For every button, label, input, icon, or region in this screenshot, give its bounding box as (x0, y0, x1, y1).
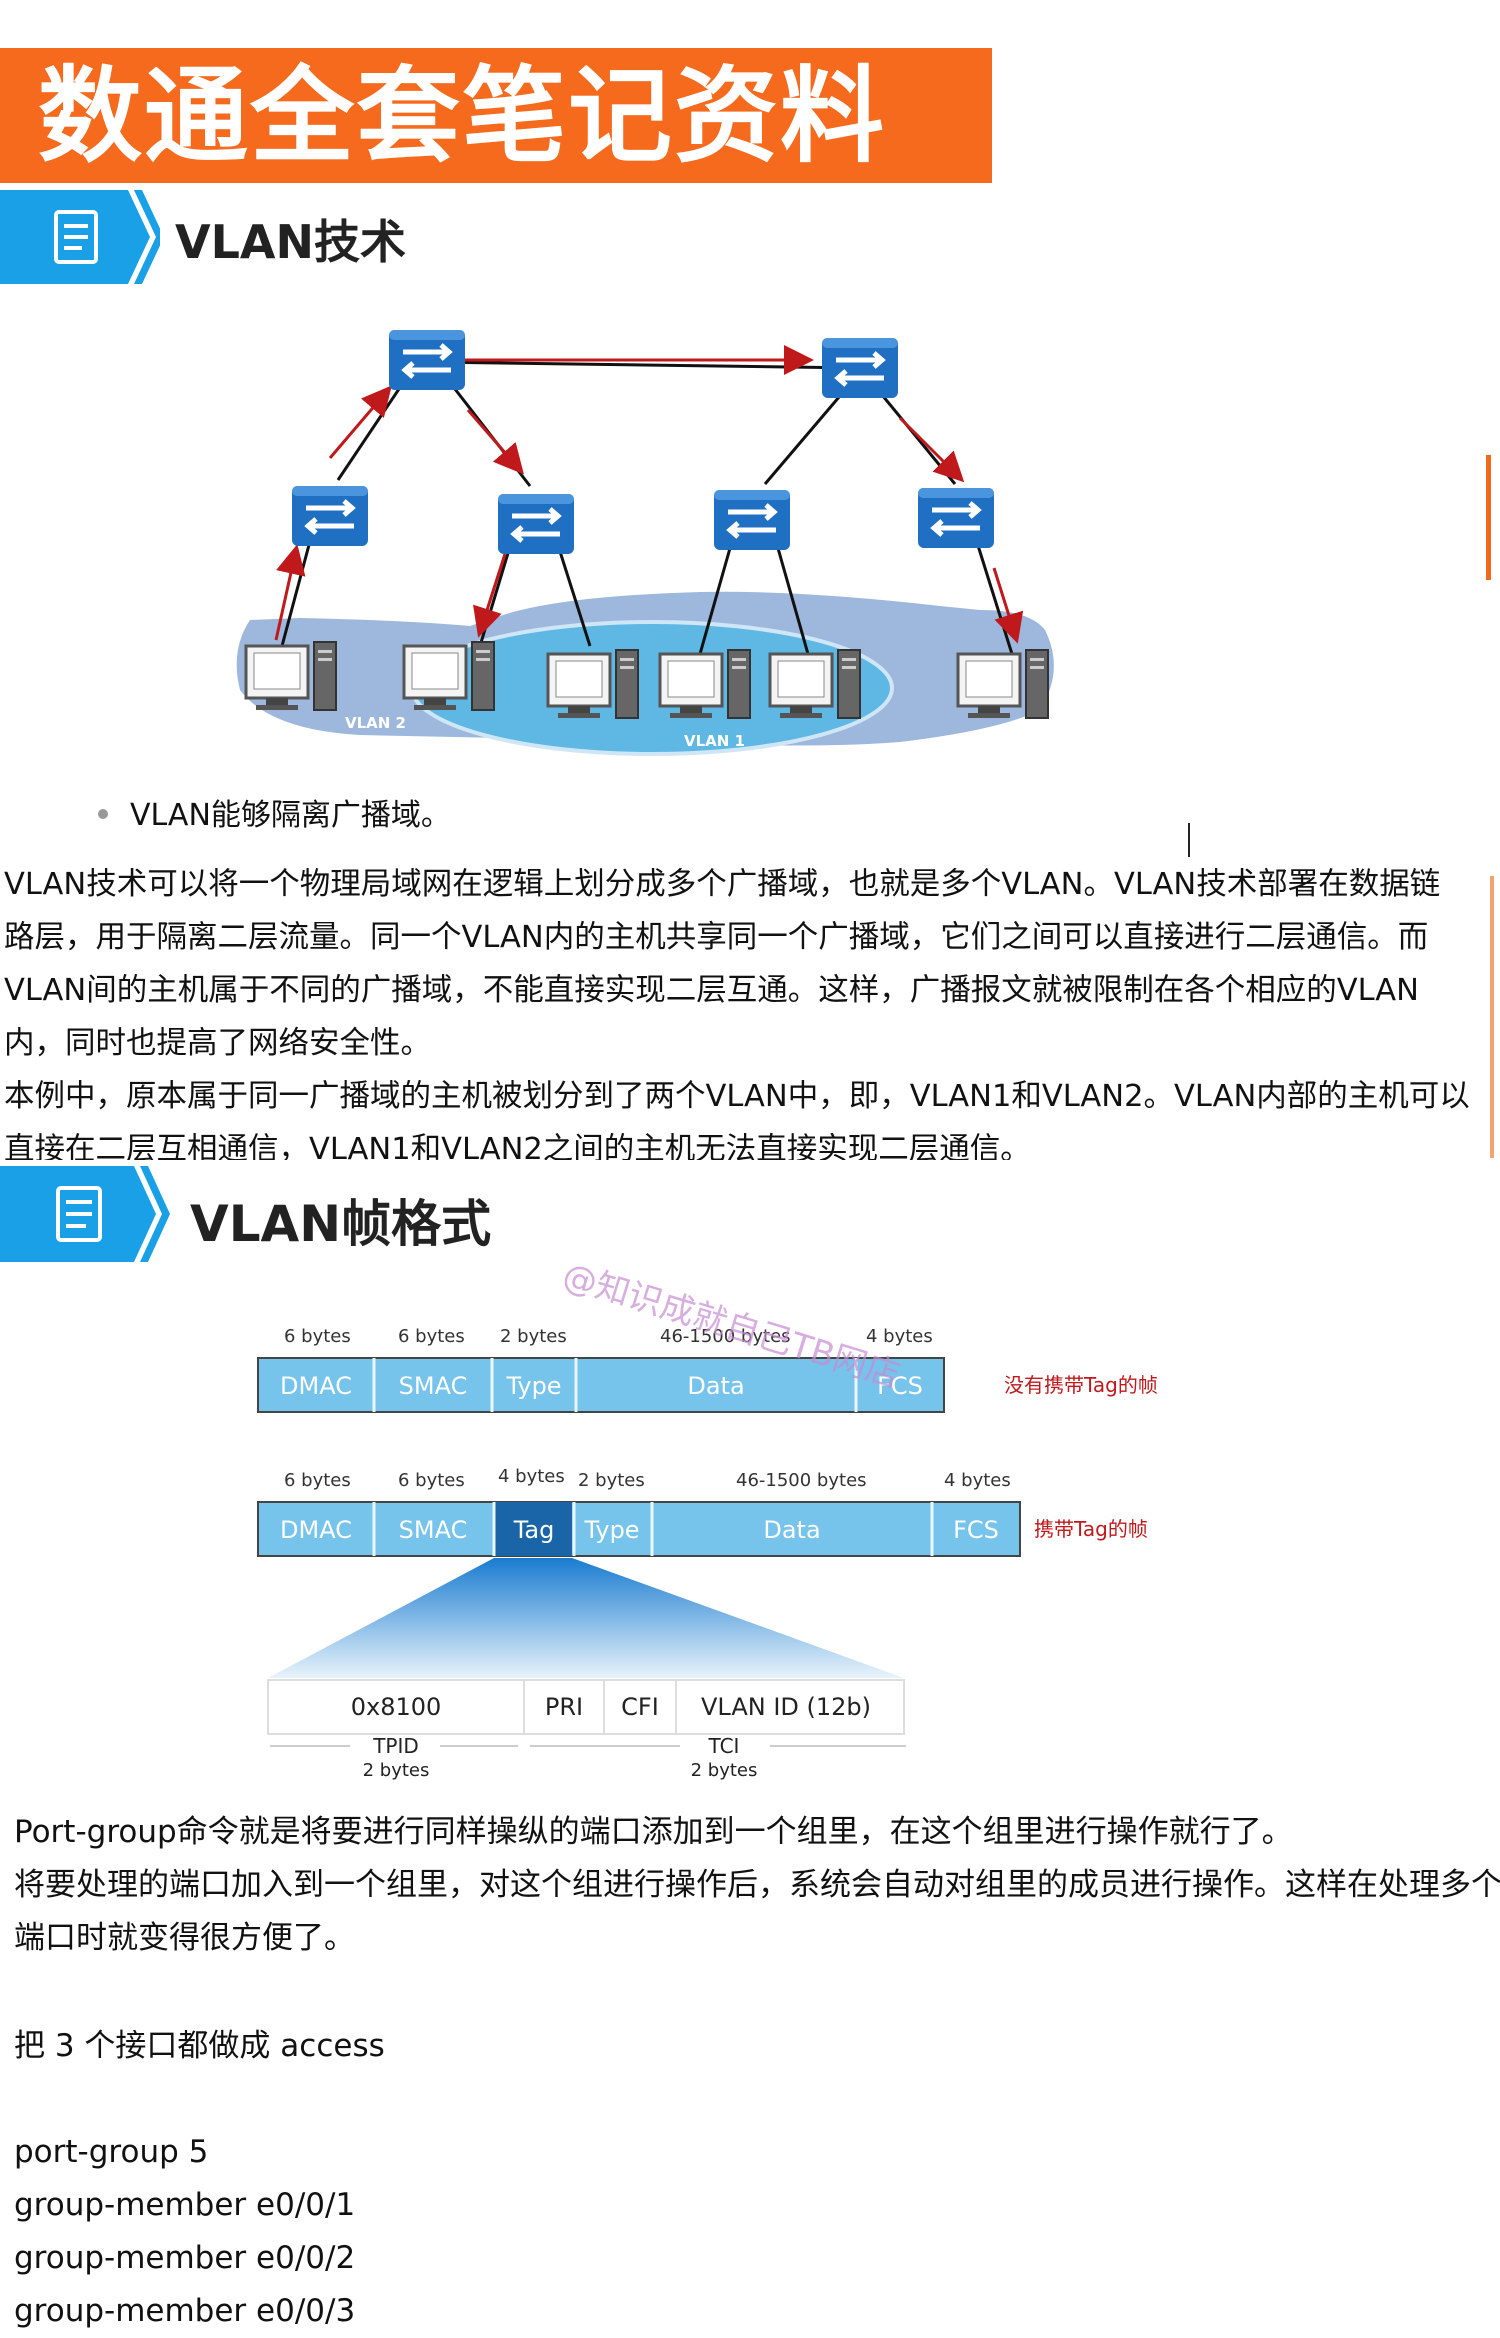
paragraph-line: 直接在二层互相通信，VLAN1和VLAN2之间的主机无法直接实现二层通信。 (4, 1132, 1031, 1160)
tag-field-tpid-value: 0x8100 (351, 1693, 442, 1721)
field-fcs: FCS (877, 1372, 923, 1400)
field-smac: SMAC (399, 1372, 468, 1400)
switch-access-4 (918, 488, 994, 548)
document-icon (0, 190, 160, 284)
bullet-text: VLAN能够隔离广播域。 (130, 798, 451, 833)
paragraph-line: VLAN间的主机属于不同的广播域，不能直接实现二层互通。这样，广播报文就被限制在… (4, 973, 1419, 1008)
field-dmac: DMAC (280, 1516, 352, 1544)
tagged-frame-label: 携带Tag的帧 (1034, 1517, 1148, 1541)
bullet-dot (98, 808, 108, 819)
switch-access-2 (498, 494, 574, 554)
paragraph-line: VLAN技术可以将一个物理局域网在逻辑上划分成多个广播域，也就是多个VLAN。V… (4, 867, 1441, 902)
field-data: Data (687, 1372, 744, 1400)
document-icon (0, 1166, 170, 1262)
size-label: 6 bytes (284, 1470, 351, 1491)
size-label: 46-1500 bytes (660, 1326, 791, 1347)
switch-access-3 (714, 490, 790, 550)
title-banner: 数通全套笔记资料 (0, 48, 992, 183)
size-label: 6 bytes (398, 1470, 465, 1491)
tag-field-cfi: CFI (621, 1693, 659, 1721)
vlan2-label: VLAN 2 (345, 714, 406, 732)
field-type: Type (583, 1516, 639, 1544)
tag-expansion-wedge (268, 1558, 904, 1678)
size-label: 2 bytes (578, 1470, 645, 1491)
untagged-frame-label: 没有携带Tag的帧 (1004, 1373, 1158, 1397)
paragraph-line: 本例中，原本属于同一广播域的主机被划分到了两个VLAN中，即，VLAN1和VLA… (4, 1079, 1470, 1114)
field-type: Type (505, 1372, 561, 1400)
port-group-description: 将要处理的端口加入到一个组里，对这个组进行操作后，系统会自动对组里的成员进行操作… (14, 1867, 1500, 1903)
tag-detail: 0x8100 PRI CFI VLAN ID (12b) (267, 1679, 905, 1735)
field-smac: SMAC (399, 1516, 468, 1544)
field-fcs: FCS (953, 1516, 999, 1544)
command-line: port-group 5 (14, 2134, 209, 2170)
field-data: Data (763, 1516, 820, 1544)
vlan1-label: VLAN 1 (684, 732, 745, 750)
section-title: VLAN技术 (175, 215, 407, 269)
scroll-marker (1486, 455, 1491, 580)
tag-field-vlan-id: VLAN ID (12b) (701, 1693, 871, 1721)
bullet-item: VLAN能够隔离广播域。 (98, 790, 451, 834)
vlan-frame-format-diagram: 6 bytes 6 bytes 2 bytes 46-1500 bytes 4 … (257, 1326, 1158, 1781)
size-label: 4 bytes (866, 1326, 933, 1347)
text-cursor (1188, 823, 1190, 857)
tpid-size: 2 bytes (363, 1760, 430, 1781)
switch-core-left (389, 330, 465, 390)
command-line: group-member e0/0/1 (14, 2187, 356, 2223)
tpid-label: TPID (372, 1734, 419, 1758)
field-dmac: DMAC (280, 1372, 352, 1400)
section-header-vlan-frame: VLAN帧格式 (0, 1162, 1200, 1262)
switch-core-right (822, 338, 898, 398)
access-note: 把 3 个接口都做成 access (14, 2028, 385, 2064)
port-group-description: Port-group命令就是将要进行同样操纵的端口添加到一个组里，在这个组里进行… (14, 1814, 1293, 1850)
size-label: 6 bytes (284, 1326, 351, 1347)
size-label: 6 bytes (398, 1326, 465, 1347)
size-label: 2 bytes (500, 1326, 567, 1347)
vlan-description: VLAN技术可以将一个物理局域网在逻辑上划分成多个广播域，也就是多个VLAN。V… (0, 858, 1500, 1160)
paragraph-line: 内，同时也提高了网络安全性。 (4, 1026, 431, 1061)
size-label: 46-1500 bytes (736, 1470, 867, 1491)
section-header-vlan-tech: VLAN技术 (0, 188, 1200, 288)
switch-access-1 (292, 486, 368, 546)
banner-title: 数通全套笔记资料 (38, 55, 887, 177)
tci-size: 2 bytes (691, 1760, 758, 1781)
size-label: 4 bytes (944, 1470, 1011, 1491)
tci-label: TCI (708, 1734, 740, 1758)
scroll-marker-2 (1490, 876, 1494, 1158)
port-group-description: 端口时就变得很方便了。 (14, 1920, 355, 1956)
untagged-frame: DMAC SMAC Type Data FCS (257, 1357, 945, 1413)
command-line: group-member e0/0/2 (14, 2240, 356, 2276)
field-tag: Tag (513, 1516, 555, 1544)
size-label: 4 bytes (498, 1466, 565, 1487)
tag-field-pri: PRI (545, 1693, 583, 1721)
paragraph-line: 路层，用于隔离二层流量。同一个VLAN内的主机共享同一个广播域，它们之间可以直接… (4, 920, 1429, 955)
vlan-topology-diagram: VLAN 2 VLAN 1 (236, 310, 1054, 756)
section-title: VLAN帧格式 (190, 1195, 492, 1253)
tagged-frame: DMAC SMAC Tag Type Data FCS (257, 1501, 1021, 1557)
command-line: group-member e0/0/3 (14, 2293, 356, 2329)
